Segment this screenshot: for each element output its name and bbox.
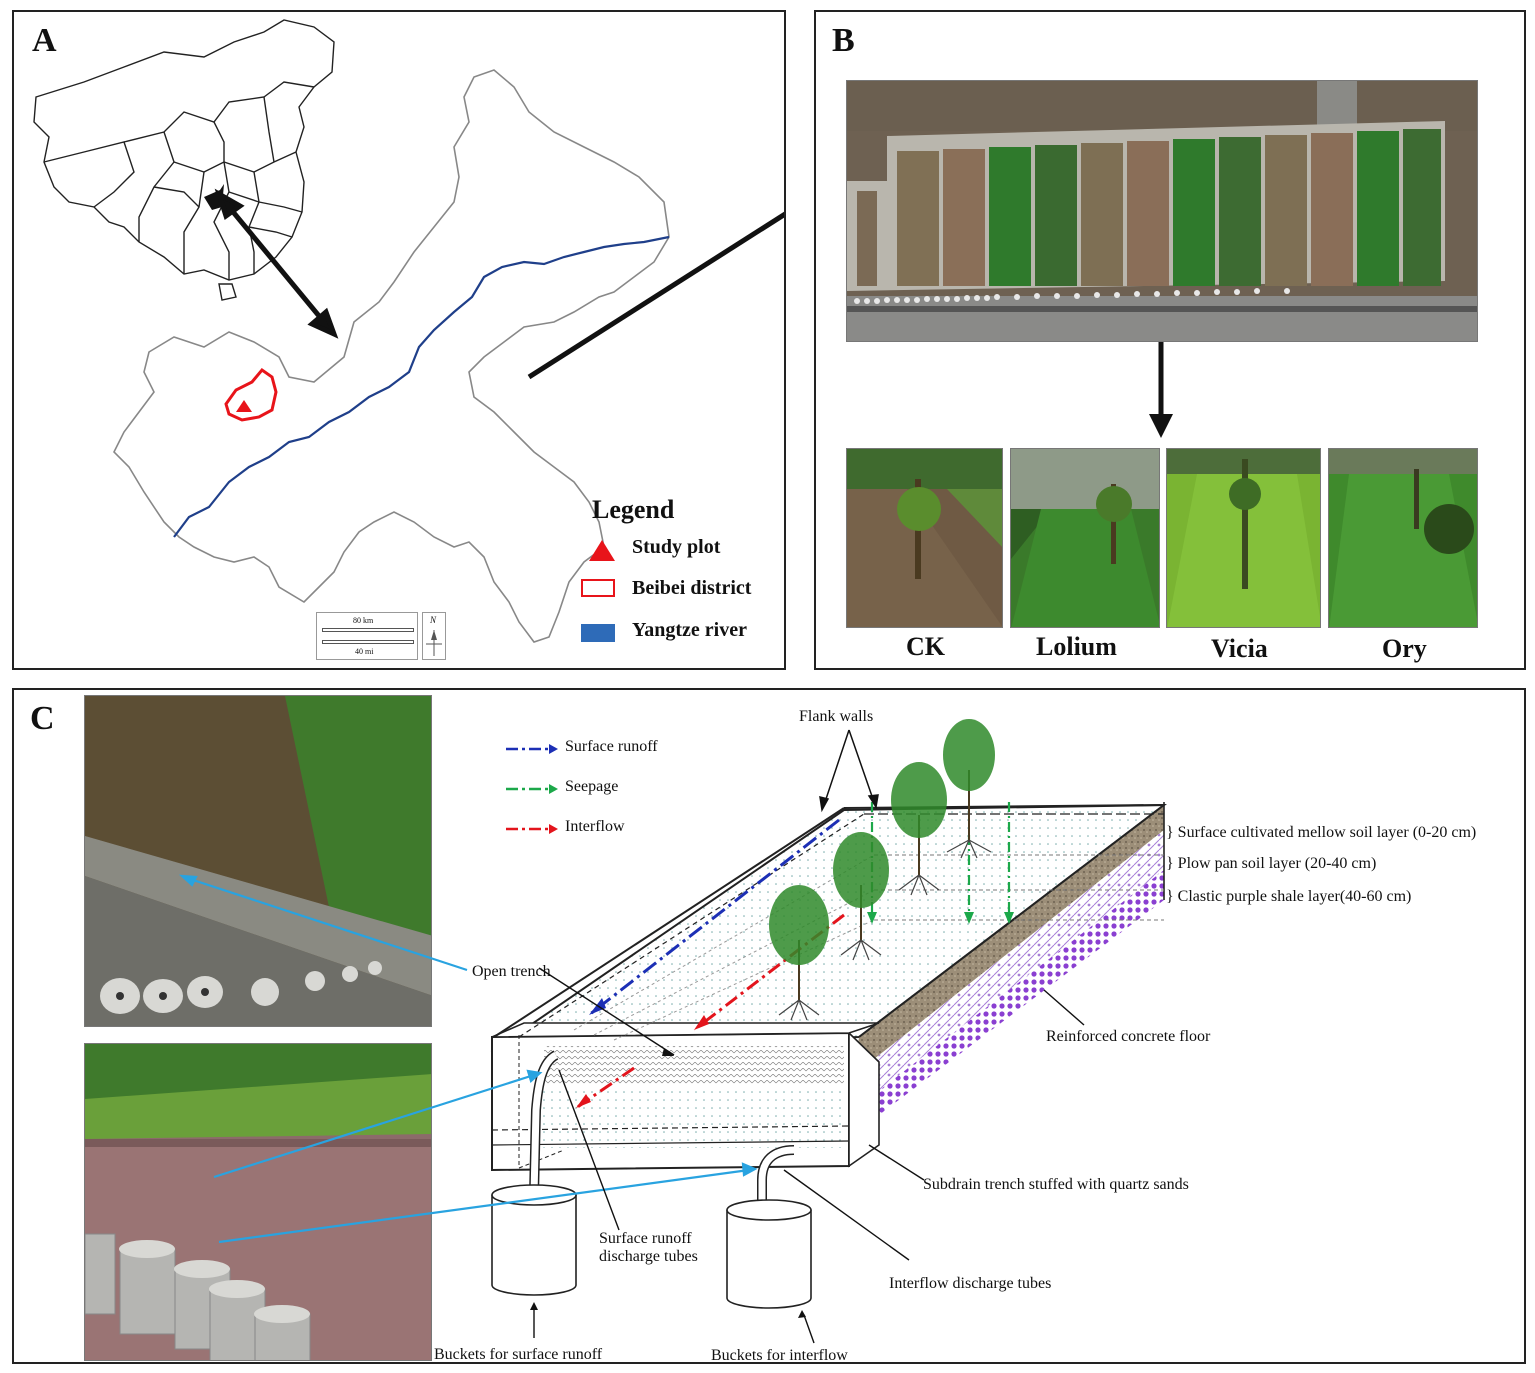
label-runoff-tubes-2: discharge tubes: [599, 1248, 698, 1265]
photo-label-ory: Ory: [1382, 634, 1427, 663]
photo-buckets: [84, 1043, 432, 1361]
map-svg: [33, 19, 784, 643]
legend-interflow: Interflow: [565, 818, 625, 835]
aerial-plot-drawing: [847, 81, 1477, 341]
north-label: N: [430, 615, 437, 625]
scale-bar-mi: [322, 640, 414, 644]
label-flank-walls: Flank walls: [799, 708, 874, 725]
label-interflow-tubes: Interflow discharge tubes: [889, 1275, 1052, 1292]
aerial-plot-photo: [846, 80, 1478, 342]
study-plot-icon: [589, 540, 615, 561]
legend-title: Legend: [592, 495, 675, 524]
label-layer-1: } Surface cultivated mellow soil layer (…: [1166, 824, 1477, 841]
label-concrete-floor: Reinforced concrete floor: [1046, 1028, 1211, 1045]
photo-ck: [846, 448, 1003, 628]
photo-vicia: [1166, 448, 1321, 628]
tree-icons: [769, 719, 995, 1021]
panel-b: B: [814, 10, 1526, 670]
panel-c: C: [12, 688, 1526, 1364]
locator-arrow: [214, 188, 339, 339]
yangtze-river-icon: [581, 624, 615, 642]
scale-mi-label: 40 mi: [355, 647, 374, 656]
label-open-trench: Open trench: [472, 963, 551, 980]
label-buckets-interflow: Buckets for interflow: [711, 1347, 848, 1364]
photo-open-trench: [84, 695, 432, 1027]
panel-a: A: [12, 10, 786, 670]
label-buckets-runoff: Buckets for surface runoff: [434, 1346, 603, 1363]
beibei-district: [224, 367, 278, 422]
chongqing-outline: [113, 69, 670, 643]
panel-a-label: A: [32, 22, 57, 59]
north-arrow-box: N: [422, 612, 446, 660]
panel-b-label: B: [832, 22, 855, 59]
study-plot-marker: [236, 400, 252, 412]
legend-seepage: Seepage: [565, 778, 619, 795]
legend-surface-runoff: Surface runoff: [565, 738, 658, 755]
runoff-plot-diagram: [178, 719, 1168, 1344]
arrow-to-b: [527, 211, 784, 380]
legend-item-yangtze: Yangtze river: [632, 619, 747, 641]
china-map: [33, 19, 335, 301]
label-subdrain: Subdrain trench stuffed with quartz sand…: [923, 1176, 1189, 1193]
yangtze-river: [173, 235, 670, 538]
legend-item-beibei: Beibei district: [632, 577, 752, 599]
down-arrow: [1149, 342, 1173, 438]
legend-item-study-plot: Study plot: [632, 536, 721, 558]
photo-label-ck: CK: [906, 632, 945, 661]
photo-label-lolium: Lolium: [1036, 632, 1117, 661]
beibei-district-icon: [581, 579, 615, 597]
label-layer-3: } Clastic purple shale layer(40-60 cm): [1166, 888, 1412, 905]
photo-ory: [1328, 448, 1478, 628]
scale-bar-km: [322, 628, 414, 632]
north-arrow-icon: [426, 630, 442, 656]
photo-label-vicia: Vicia: [1211, 634, 1268, 663]
label-runoff-tubes-1: Surface runoff: [599, 1230, 692, 1247]
panel-c-label: C: [30, 700, 55, 737]
scale-km-label: 80 km: [353, 616, 374, 625]
photo-lolium: [1010, 448, 1160, 628]
scale-bar: 80 km 40 mi: [316, 612, 418, 660]
label-layer-2: } Plow pan soil layer (20-40 cm): [1166, 855, 1377, 872]
